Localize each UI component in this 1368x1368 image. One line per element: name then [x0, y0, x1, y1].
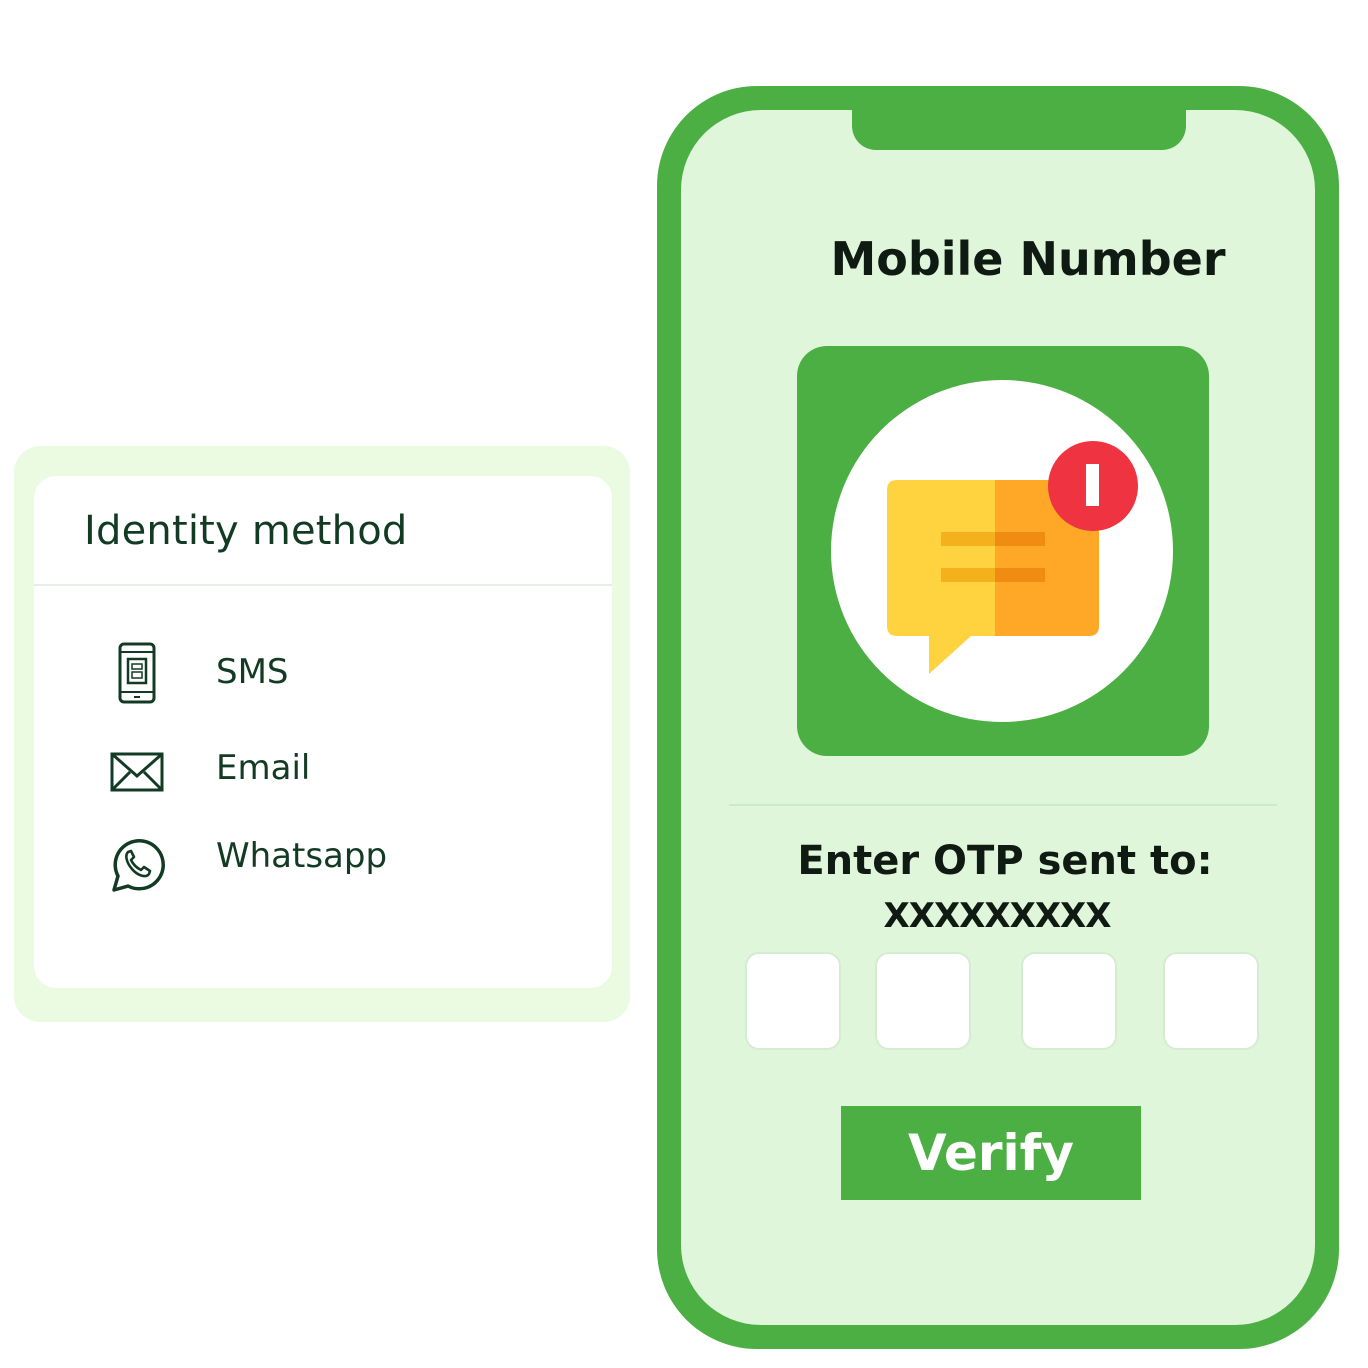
otp-digit-2[interactable] — [875, 952, 971, 1050]
mobile-number-title: Mobile Number — [830, 232, 1226, 286]
card-divider — [34, 584, 612, 586]
whatsapp-icon — [112, 839, 165, 892]
method-label-whatsapp: Whatsapp — [216, 836, 388, 876]
method-option-email[interactable]: Email — [34, 738, 612, 808]
otp-instruction: Enter OTP sent to: — [797, 838, 1213, 884]
method-label-email: Email — [216, 748, 311, 788]
otp-digit-1[interactable] — [745, 952, 841, 1050]
method-option-sms[interactable]: SMS — [34, 640, 612, 710]
phone-notch — [852, 110, 1186, 150]
envelope-icon — [110, 752, 164, 792]
identity-method-card: Identity method SMS Email Whatsapp — [34, 476, 612, 988]
identity-method-title: Identity method — [84, 508, 408, 554]
message-icon-circle — [831, 380, 1173, 722]
message-icon-tile — [797, 346, 1209, 756]
otp-digit-3[interactable] — [1021, 952, 1117, 1050]
method-option-whatsapp[interactable]: Whatsapp — [34, 828, 612, 898]
otp-digit-4[interactable] — [1163, 952, 1259, 1050]
screen-divider — [729, 804, 1277, 806]
method-label-sms: SMS — [216, 652, 289, 692]
phone-screen: Mobile Number — [681, 110, 1315, 1325]
otp-masked-number: XXXXXXXXX — [883, 896, 1112, 936]
verify-button[interactable]: Verify — [841, 1106, 1141, 1200]
phone-mockup: Mobile Number — [657, 86, 1339, 1349]
chat-notification-icon — [887, 441, 1138, 674]
mobile-phone-icon — [118, 642, 156, 704]
